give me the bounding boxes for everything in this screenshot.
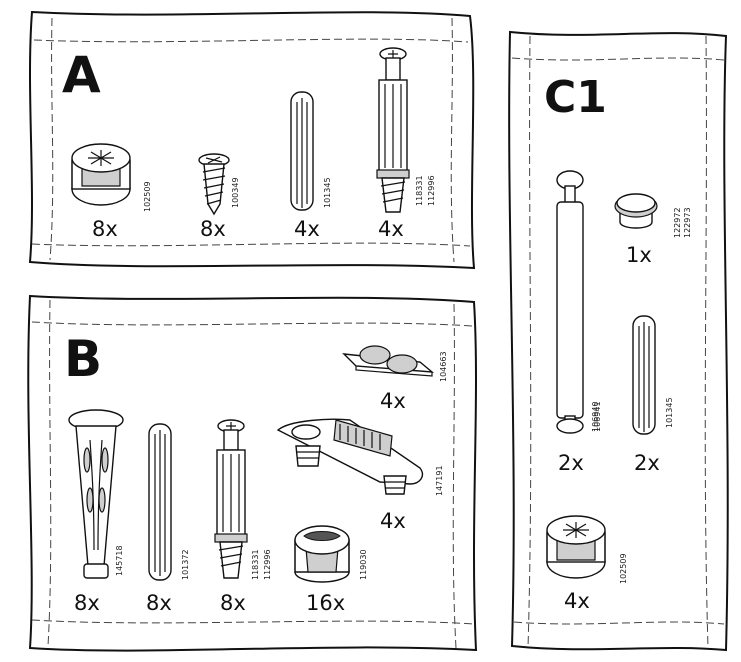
code-label: 101345 [665,397,674,428]
bag-a-label: A [62,46,101,104]
quantity-label: 4x [294,217,320,241]
bag-a: A 102509 8x 100349 8x 101345 4x [28,10,476,270]
cam-bolt-icon [376,47,410,213]
cam-lock-icon [71,143,131,206]
code-label: 122972 [673,207,682,238]
quantity-label: 1x [626,243,652,267]
code-label: 118331 [251,549,260,580]
cam-lock-icon [294,525,350,583]
quantity-label: 8x [146,591,172,615]
quantity-label: 4x [378,217,404,241]
dowel-icon [632,315,656,435]
code-label: 106940 [591,401,600,432]
quantity-label: 4x [380,509,406,533]
code-label: 102509 [619,553,628,584]
quantity-label: 2x [634,451,660,475]
code-label: 100349 [231,177,240,208]
quantity-label: 16x [306,591,345,615]
wall-plug-icon [68,409,124,579]
quantity-label: 8x [200,217,226,241]
drawer-clip-icon [276,418,424,495]
quantity-label: 8x [92,217,118,241]
code-label: 101345 [323,177,332,208]
bag-b: B 104663 4x 147191 4x [27,294,478,652]
code-label: 101372 [181,549,190,580]
bag-c1-label: C1 [544,72,607,123]
cap-icon [614,193,658,229]
screw-icon [198,153,230,216]
quantity-label: 4x [564,589,590,613]
code-label: 147191 [435,465,444,496]
adhesive-bumper-icon [342,345,435,377]
bag-c1: C1 106940 106941 2x 122972 122973 1x 101… [508,30,729,652]
code-label: 106941 [593,401,602,432]
dowel-icon [290,91,314,211]
quantity-label: 8x [220,591,246,615]
code-label: 122973 [683,207,692,238]
code-label: 104663 [439,351,448,382]
quantity-label: 2x [558,451,584,475]
cam-bolt-icon [214,419,248,579]
code-label: 145718 [115,545,124,576]
code-label: 112996 [427,175,436,206]
quantity-label: 8x [74,591,100,615]
connector-bolt-icon [556,170,584,434]
code-label: 112996 [263,549,272,580]
code-label: 118331 [415,175,424,206]
quantity-label: 4x [380,389,406,413]
cam-lock-icon [546,515,606,579]
code-label: 119030 [359,549,368,580]
code-label: 102509 [143,181,152,212]
dowel-icon [148,423,172,581]
bag-b-label: B [64,330,102,388]
